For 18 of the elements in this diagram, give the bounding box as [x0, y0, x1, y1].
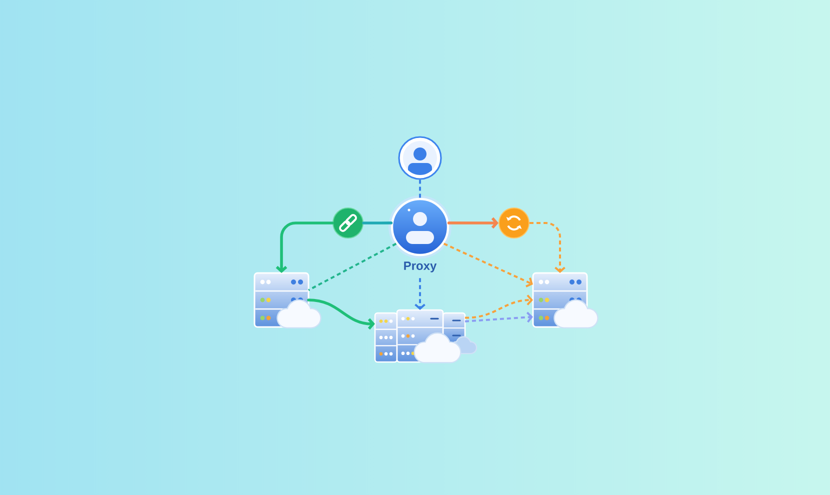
arrow [443, 242, 533, 288]
arrow [307, 298, 375, 330]
node-label: Proxy [404, 262, 437, 272]
arrow [414, 278, 426, 310]
connector-line [362, 222, 393, 224]
server-cluster-icon [374, 309, 478, 364]
arrow [447, 217, 498, 229]
arrow [530, 222, 566, 273]
avatar-icon [398, 136, 442, 180]
arrow [464, 312, 533, 323]
server-icon [254, 272, 322, 328]
arrow [464, 294, 533, 319]
server-icon [532, 272, 598, 328]
refresh-icon [498, 208, 530, 238]
connector-line [308, 242, 397, 292]
link-icon [332, 208, 364, 238]
connector-line [419, 180, 421, 198]
arrow [276, 222, 334, 273]
